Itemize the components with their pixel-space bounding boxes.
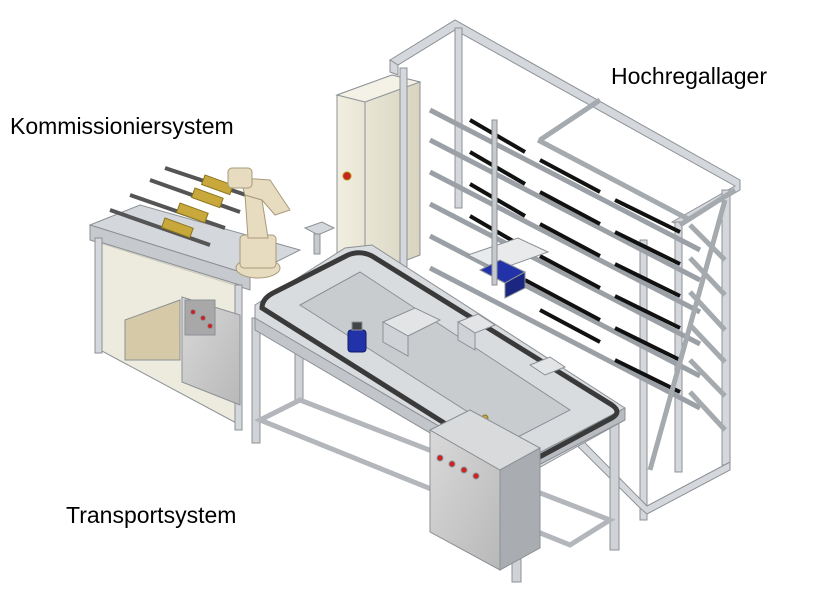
operator-panel — [184, 299, 216, 336]
rack-storage-slots — [468, 118, 681, 394]
robot-arm — [227, 167, 291, 279]
control-cabinet — [335, 74, 422, 277]
conveyor-control-box — [428, 409, 542, 571]
rack-gripper-unit — [466, 119, 550, 299]
rack-shelves — [428, 107, 702, 411]
label-transport-system: Transportsystem — [66, 502, 237, 528]
rack-side-bracing — [536, 97, 737, 471]
picking-rails — [109, 166, 256, 247]
drive-motor — [347, 321, 367, 353]
picking-station — [88, 166, 336, 431]
cabinet-switch-icon — [342, 171, 352, 181]
label-high-bay-storage: Hochregallager — [611, 63, 767, 89]
label-picking-system: Kommissioniersystem — [10, 113, 234, 139]
conveyor-system — [251, 244, 626, 583]
